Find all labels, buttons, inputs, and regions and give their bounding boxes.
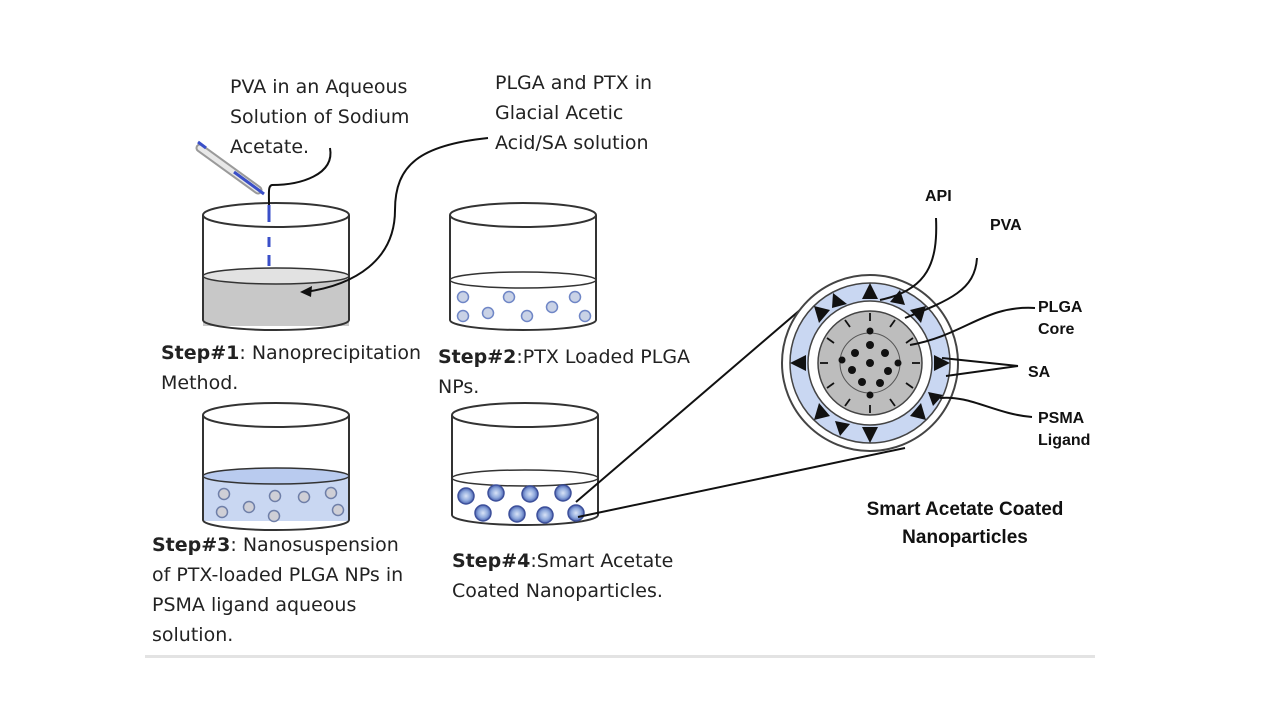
pva-strands	[820, 313, 920, 413]
step3-caption: Step#3: Nanosuspension of PTX-loaded PLG…	[152, 534, 404, 646]
label-pva: PVA	[990, 217, 1022, 234]
leader-sa-1	[941, 357, 1019, 367]
step1-caption: Step#1: Nanoprecipitation Method.	[161, 342, 422, 394]
label-pva-solution: PVA in an Aqueous Solution of Sodium Ace…	[230, 76, 410, 158]
api-dots	[838, 327, 902, 399]
label-psma-ligand: PSMA Ligand	[1038, 410, 1091, 449]
label-plga-solution: PLGA and PTX in Glacial Acetic Acid/SA s…	[495, 72, 653, 154]
label-api: API	[925, 188, 952, 205]
leader-sa-2	[945, 365, 1019, 377]
label-sa: SA	[1028, 364, 1051, 381]
bottom-divider	[145, 655, 1095, 658]
nanoparticle-title: Smart Acetate Coated Nanoparticles	[866, 499, 1064, 548]
pipette-icon	[195, 140, 265, 196]
zoom-line-bottom	[577, 447, 906, 518]
beaker-step4	[451, 402, 599, 526]
beaker-step1	[202, 202, 350, 331]
beaker-step3	[202, 402, 350, 531]
leader-api	[879, 217, 938, 301]
step2-caption: Step#2:PTX Loaded PLGA NPs.	[438, 346, 691, 398]
zoom-line-top	[575, 285, 829, 503]
smart-nanoparticle	[781, 274, 959, 452]
beaker-step2	[449, 202, 597, 331]
leader-pva	[267, 147, 332, 206]
leader-pva-np	[904, 257, 978, 319]
label-plga-core: PLGA Core	[1038, 299, 1083, 338]
leader-plga-core	[909, 306, 1036, 346]
leader-plga-arrowhead	[300, 286, 312, 297]
leader-plga	[304, 137, 489, 293]
leader-psma	[939, 396, 1033, 418]
step4-caption: Step#4:Smart Acetate Coated Nanoparticle…	[452, 550, 674, 602]
